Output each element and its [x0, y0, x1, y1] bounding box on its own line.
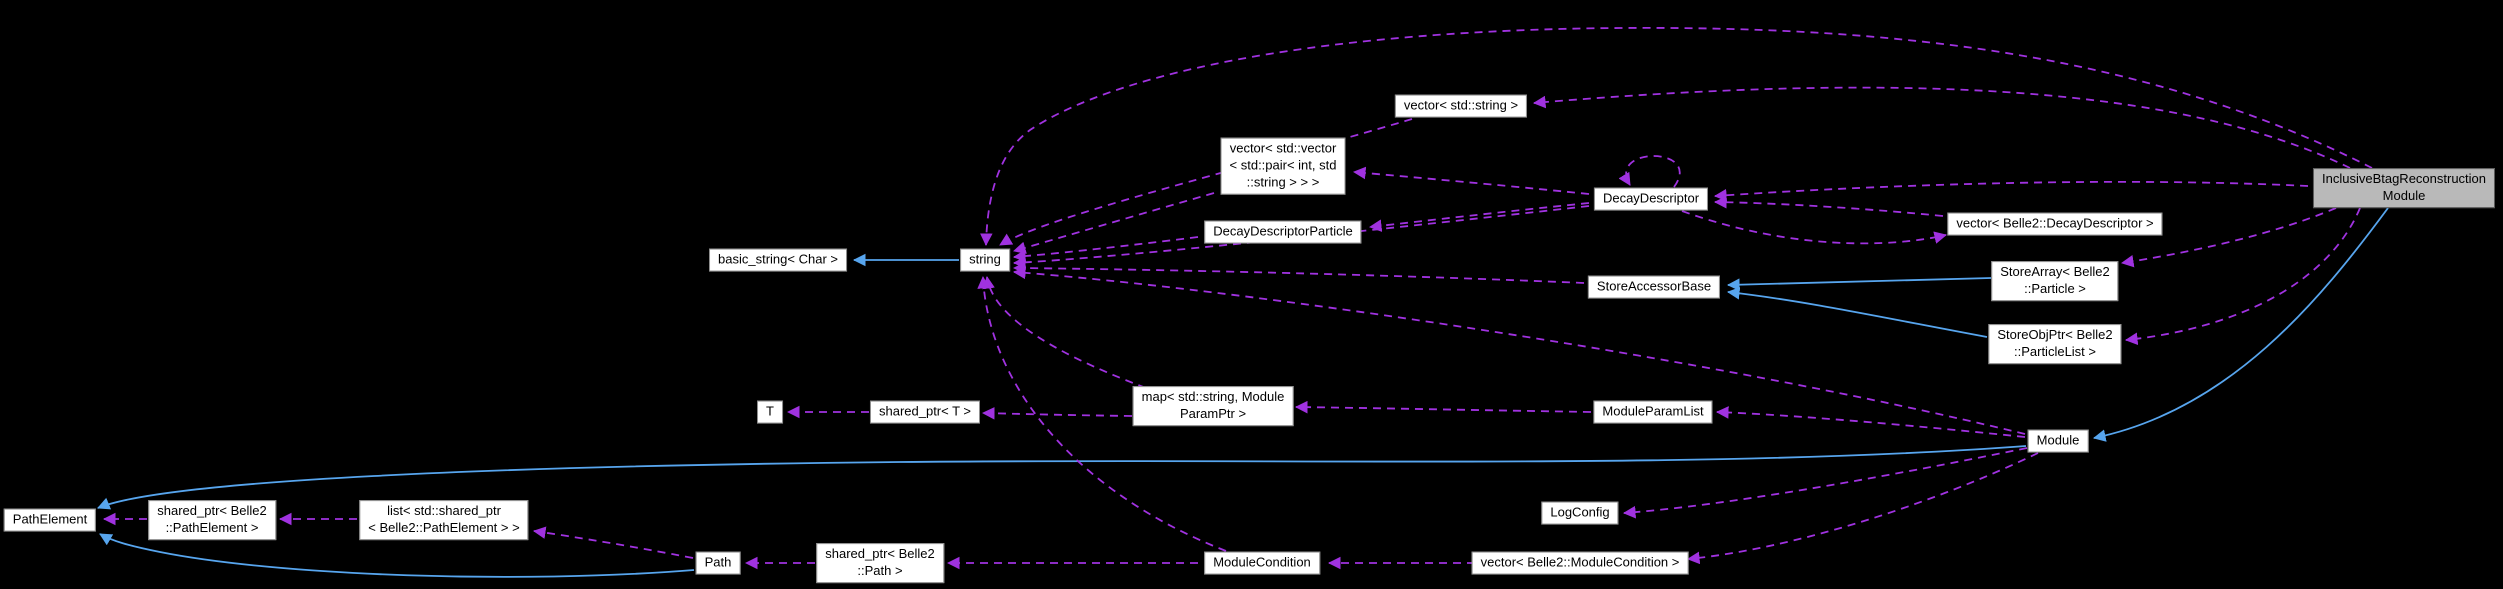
node-list-shared-ptr-path-element[interactable]: list< std::shared_ptr < Belle2::PathElem… [359, 500, 529, 540]
edge-path-to-path-element [99, 533, 695, 578]
node-shared-ptr-path[interactable]: shared_ptr< Belle2 ::Path > [816, 543, 944, 583]
node-vector-belle2-module-condition[interactable]: vector< Belle2::ModuleCondition > [1471, 551, 1689, 575]
edge-map-to-shared-ptr-t [981, 406, 1133, 420]
edge-module-to-string [1012, 266, 2026, 435]
node-vector-vector-pair[interactable]: vector< std::vector < std::pair< int, st… [1220, 137, 1346, 195]
edge-module-to-vector-module-condition [1686, 452, 2039, 565]
edge-module-param-list-to-map [1294, 400, 1592, 414]
edge-inclusive-btag-to-decay-descriptor [1713, 180, 2309, 202]
node-path-element[interactable]: PathElement [3, 508, 97, 532]
edge-inclusive-btag-to-store-obj-ptr [2124, 207, 2361, 346]
node-decay-descriptor-particle[interactable]: DecayDescriptorParticle [1204, 220, 1362, 244]
node-map-string-moduleparamptr[interactable]: map< std::string, Module ParamPtr > [1132, 386, 1294, 426]
edge-store-obj-ptr-to-store-accessor-base [1726, 287, 1988, 338]
edge-decay-descriptor-to-vector-vector-pair [1352, 166, 1590, 195]
node-inclusive-btag-reconstruction-module: InclusiveBtagReconstruction Module [2312, 168, 2496, 208]
edge-inclusive-btag-to-string [979, 27, 2373, 247]
node-store-array-particle[interactable]: StoreArray< Belle2 ::Particle > [1991, 261, 2119, 301]
node-basic-string-char[interactable]: basic_string< Char > [709, 248, 847, 272]
edge-store-array-to-store-accessor-base [1726, 277, 1992, 291]
edge-inclusive-btag-to-vector-std-string [1532, 86, 2351, 169]
edge-module-to-path-element [97, 445, 2027, 510]
edge-path-to-list-shared-ptr-path-element [533, 526, 694, 559]
node-path[interactable]: Path [695, 551, 741, 575]
edge-decay-descriptor-to-decay-descriptor-particle [1368, 202, 1590, 232]
node-vector-belle2-decay-descriptor[interactable]: vector< Belle2::DecayDescriptor > [1947, 212, 2163, 236]
node-shared-ptr-path-element[interactable]: shared_ptr< Belle2 ::PathElement > [148, 500, 276, 540]
node-module[interactable]: Module [2027, 429, 2089, 453]
edge-map-to-string [982, 276, 1147, 389]
node-log-config[interactable]: LogConfig [1541, 501, 1619, 525]
node-shared-ptr-t[interactable]: shared_ptr< T > [869, 400, 981, 424]
edge-decay-descriptor-self-loop [1618, 155, 1681, 188]
edge-module-to-log-config [1622, 447, 2028, 519]
node-string[interactable]: string [960, 248, 1010, 272]
edge-decay-descriptor-to-vector-decay-descriptor [1681, 210, 1947, 245]
node-module-condition[interactable]: ModuleCondition [1204, 551, 1320, 575]
edge-vector-decay-descriptor-to-decay-descriptor [1713, 195, 1944, 217]
node-module-param-list[interactable]: ModuleParamList [1593, 400, 1713, 424]
node-store-obj-ptr-particle-list[interactable]: StoreObjPtr< Belle2 ::ParticleList > [1988, 324, 2122, 364]
node-decay-descriptor[interactable]: DecayDescriptor [1593, 187, 1709, 211]
edge-decay-descriptor-particle-to-string [1012, 236, 1199, 263]
node-t[interactable]: T [757, 400, 783, 424]
edge-module-condition-to-string [977, 275, 1227, 552]
edge-inclusive-btag-to-store-array [2121, 207, 2337, 268]
node-vector-std-string[interactable]: vector< std::string > [1394, 94, 1528, 118]
edge-store-accessor-base-to-string [1012, 261, 1585, 284]
edge-inclusive-btag-to-module [2093, 207, 2389, 442]
node-store-accessor-base[interactable]: StoreAccessorBase [1587, 275, 1721, 299]
edge-module-to-module-param-list [1715, 406, 2026, 438]
edge-vector-vector-pair-to-string [1013, 192, 1215, 254]
